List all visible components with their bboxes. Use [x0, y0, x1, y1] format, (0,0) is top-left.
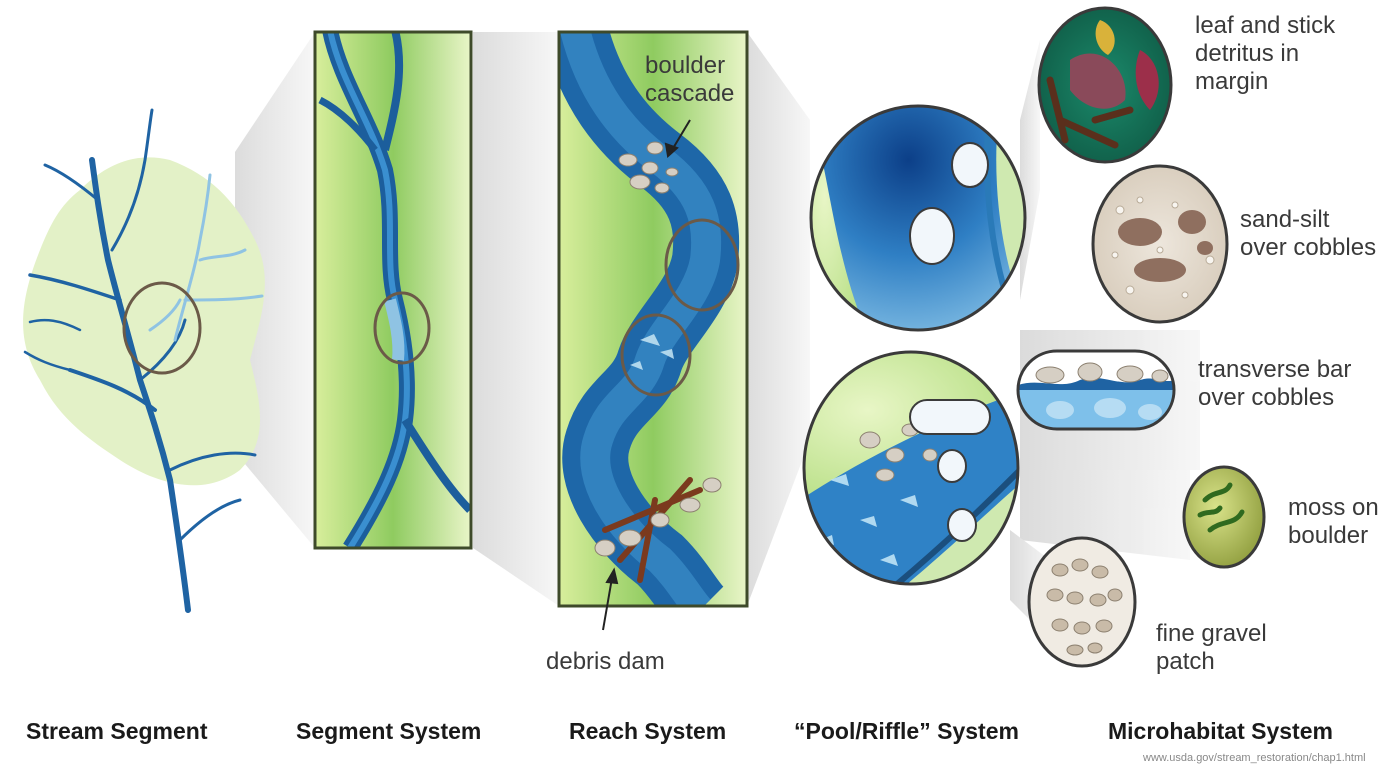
caption-reach-system: Reach System: [569, 718, 726, 745]
caption-pool-riffle-system: “Pool/Riffle” System: [794, 718, 1019, 745]
caption-stream-segment: Stream Segment: [26, 718, 208, 745]
gravel-line2: patch: [1156, 648, 1267, 676]
transverse-bar-label: transverse bar over cobbles: [1198, 356, 1351, 412]
leaf-detritus-label: leaf and stick detritus in margin: [1195, 12, 1335, 96]
sand-silt-disc: [1093, 166, 1227, 322]
moss-line2: boulder: [1288, 522, 1379, 550]
sand-silt-label: sand-silt over cobbles: [1240, 206, 1376, 262]
transverse-bar-panel: [1018, 351, 1174, 429]
leaf-detritus-disc: [1039, 8, 1171, 162]
moss-boulder-disc: [1184, 467, 1264, 567]
leaf-line1: leaf and stick: [1195, 12, 1335, 40]
boulder-cascade-label: boulder cascade: [645, 52, 734, 108]
segment-panel: [315, 30, 471, 548]
source-url: www.usda.gov/stream_restoration/chap1.ht…: [1143, 752, 1366, 764]
moss-line1: moss on: [1288, 494, 1379, 522]
bar-line1: transverse bar: [1198, 356, 1351, 384]
leaf-line3: margin: [1195, 68, 1335, 96]
watershed-map: [23, 110, 265, 610]
boulder-cascade-line1: boulder: [645, 52, 734, 80]
caption-microhabitat-system: Microhabitat System: [1108, 718, 1333, 745]
leaf-line2: detritus in: [1195, 40, 1335, 68]
pool-riffle-panel: [800, 100, 1035, 590]
sand-line2: over cobbles: [1240, 234, 1376, 262]
debris-dam-label: debris dam: [546, 648, 665, 676]
gravel-line1: fine gravel: [1156, 620, 1267, 648]
reach-panel: [559, 30, 747, 630]
boulder-cascade-line2: cascade: [645, 80, 734, 108]
caption-segment-system: Segment System: [296, 718, 481, 745]
moss-boulder-label: moss on boulder: [1288, 494, 1379, 550]
fine-gravel-label: fine gravel patch: [1156, 620, 1267, 676]
fine-gravel-disc: [1029, 538, 1135, 666]
sand-line1: sand-silt: [1240, 206, 1376, 234]
bar-line2: over cobbles: [1198, 384, 1351, 412]
